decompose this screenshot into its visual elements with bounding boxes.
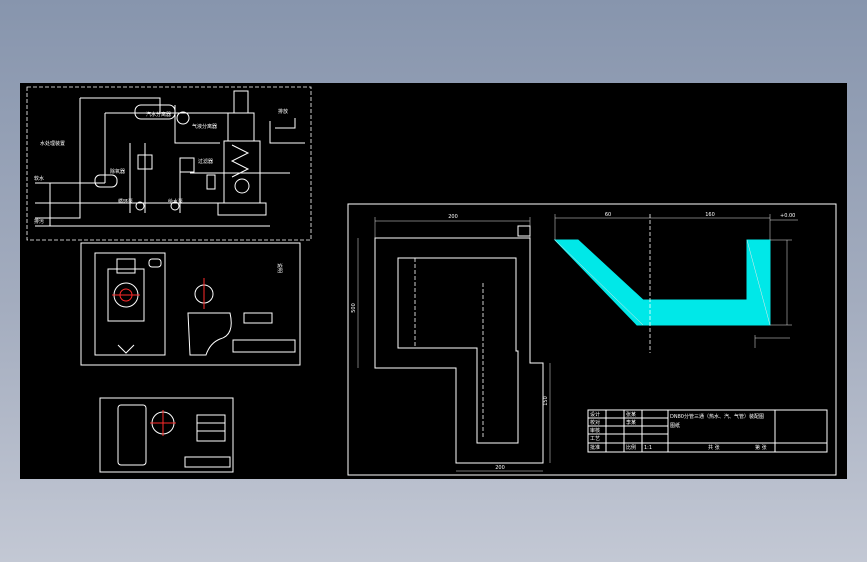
detail-sheet-frame bbox=[80, 242, 301, 366]
tb-scale-value: 1:1 bbox=[644, 445, 652, 451]
valve-box bbox=[206, 174, 216, 190]
tb-subtitle: 图纸 bbox=[670, 422, 680, 429]
dim-bottom-label: 200 bbox=[495, 465, 505, 471]
label-filter: 过滤器 bbox=[198, 158, 213, 165]
water-tank bbox=[94, 174, 118, 188]
gas-separator-symbol bbox=[176, 111, 190, 125]
title-block: 设计 校对 审核 工艺 批准 张某 李某 DN80分管三通（热水、汽、气管）装配… bbox=[587, 409, 828, 453]
small-table bbox=[196, 414, 226, 442]
detail-inner-box bbox=[107, 268, 145, 322]
tb-row-5: 批准 bbox=[590, 444, 600, 451]
detail-support bbox=[117, 344, 135, 354]
small-title-box bbox=[184, 456, 231, 468]
pipe-separator bbox=[174, 105, 220, 144]
small-sheet bbox=[99, 397, 234, 473]
pipe-vent bbox=[275, 118, 296, 129]
burner bbox=[234, 178, 250, 194]
small-vessel bbox=[117, 404, 147, 466]
tb-sheet-label: 共 张 bbox=[708, 444, 720, 451]
title-block-frame bbox=[587, 409, 828, 453]
tb-title: DN80分管三通（热水、汽、气管）装配图 bbox=[670, 413, 764, 420]
filter-box bbox=[137, 154, 153, 170]
label-drain: 排污 bbox=[34, 218, 44, 225]
hopper-section bbox=[553, 239, 771, 326]
label-water-treatment: 水处理装置 bbox=[40, 140, 65, 147]
tb-row-3: 审核 bbox=[590, 427, 600, 434]
cad-canvas[interactable]: 汽水分离器 气液分离器 排放 过滤器 除氧器 给水泵 循环泵 排污 水处理装置 … bbox=[20, 83, 847, 479]
pipe-top bbox=[80, 97, 161, 113]
detail-part bbox=[243, 312, 273, 324]
steam-separator-vessel bbox=[134, 104, 176, 120]
label-gas-liquid-separator: 气液分离器 bbox=[192, 123, 217, 130]
hopper-hatch bbox=[746, 239, 771, 326]
tb-row-4: 工艺 bbox=[590, 436, 600, 442]
dim-top-right-b-label: 160 bbox=[705, 212, 715, 218]
tb-scale-label: 比例 bbox=[626, 444, 636, 451]
boiler-coil bbox=[230, 144, 250, 178]
schematic-frame bbox=[26, 86, 312, 241]
chimney bbox=[233, 90, 249, 114]
level-mark: +0.00 bbox=[780, 213, 795, 219]
detail-side-label: 说明 bbox=[276, 263, 283, 273]
hopper-hatch bbox=[554, 239, 644, 326]
boiler-upper bbox=[227, 112, 255, 142]
dim-side-label: 500 bbox=[351, 303, 357, 313]
detail-valve bbox=[116, 258, 136, 274]
dim-top-right-a-label: 60 bbox=[605, 212, 611, 218]
tb-value-2: 李某 bbox=[626, 419, 636, 426]
feed-pump-symbol bbox=[170, 201, 180, 211]
boiler-base bbox=[217, 202, 267, 216]
main-sheet: 200 500 200 150 60 160 +0.00 bbox=[347, 203, 837, 476]
label-exhaust: 排放 bbox=[278, 108, 288, 115]
label-deaerator: 除氧器 bbox=[110, 168, 125, 175]
label-feed-pump: 给水泵 bbox=[168, 198, 183, 205]
detail-title-box bbox=[232, 339, 296, 353]
process-schematic: 汽水分离器 气液分离器 排放 过滤器 除氧器 给水泵 循环泵 排污 水处理装置 … bbox=[26, 86, 312, 241]
pipe-exhaust bbox=[269, 121, 305, 144]
detail-front-view bbox=[94, 252, 166, 356]
detail-nozzle bbox=[148, 258, 162, 268]
channel-cap bbox=[517, 225, 531, 237]
circulation-pump-symbol bbox=[135, 201, 145, 211]
detail-bracket bbox=[187, 312, 232, 356]
tb-row-2: 校对 bbox=[590, 419, 600, 426]
channel-inner bbox=[397, 257, 519, 444]
small-sheet-frame bbox=[99, 397, 234, 473]
label-circulation-pump: 循环泵 bbox=[118, 198, 133, 205]
main-sheet-frame bbox=[347, 203, 837, 476]
filter-box-2 bbox=[179, 157, 195, 173]
dim-top-left-label: 200 bbox=[448, 214, 458, 220]
detail-sheet: 说明 bbox=[80, 242, 301, 366]
pipe-left-main bbox=[35, 98, 81, 219]
tb-page-label: 第 张 bbox=[755, 444, 767, 451]
tb-row-1: 设计 bbox=[590, 411, 600, 418]
label-soft-water: 软水 bbox=[34, 175, 44, 182]
dim-right-label: 150 bbox=[543, 396, 549, 406]
channel-outer bbox=[374, 237, 544, 464]
label-steam-separator: 汽水分离器 bbox=[146, 111, 171, 118]
tb-value-1: 张某 bbox=[626, 411, 636, 418]
cad-drawing: 汽水分离器 气液分离器 排放 过滤器 除氧器 给水泵 循环泵 排污 水处理装置 … bbox=[26, 86, 837, 476]
